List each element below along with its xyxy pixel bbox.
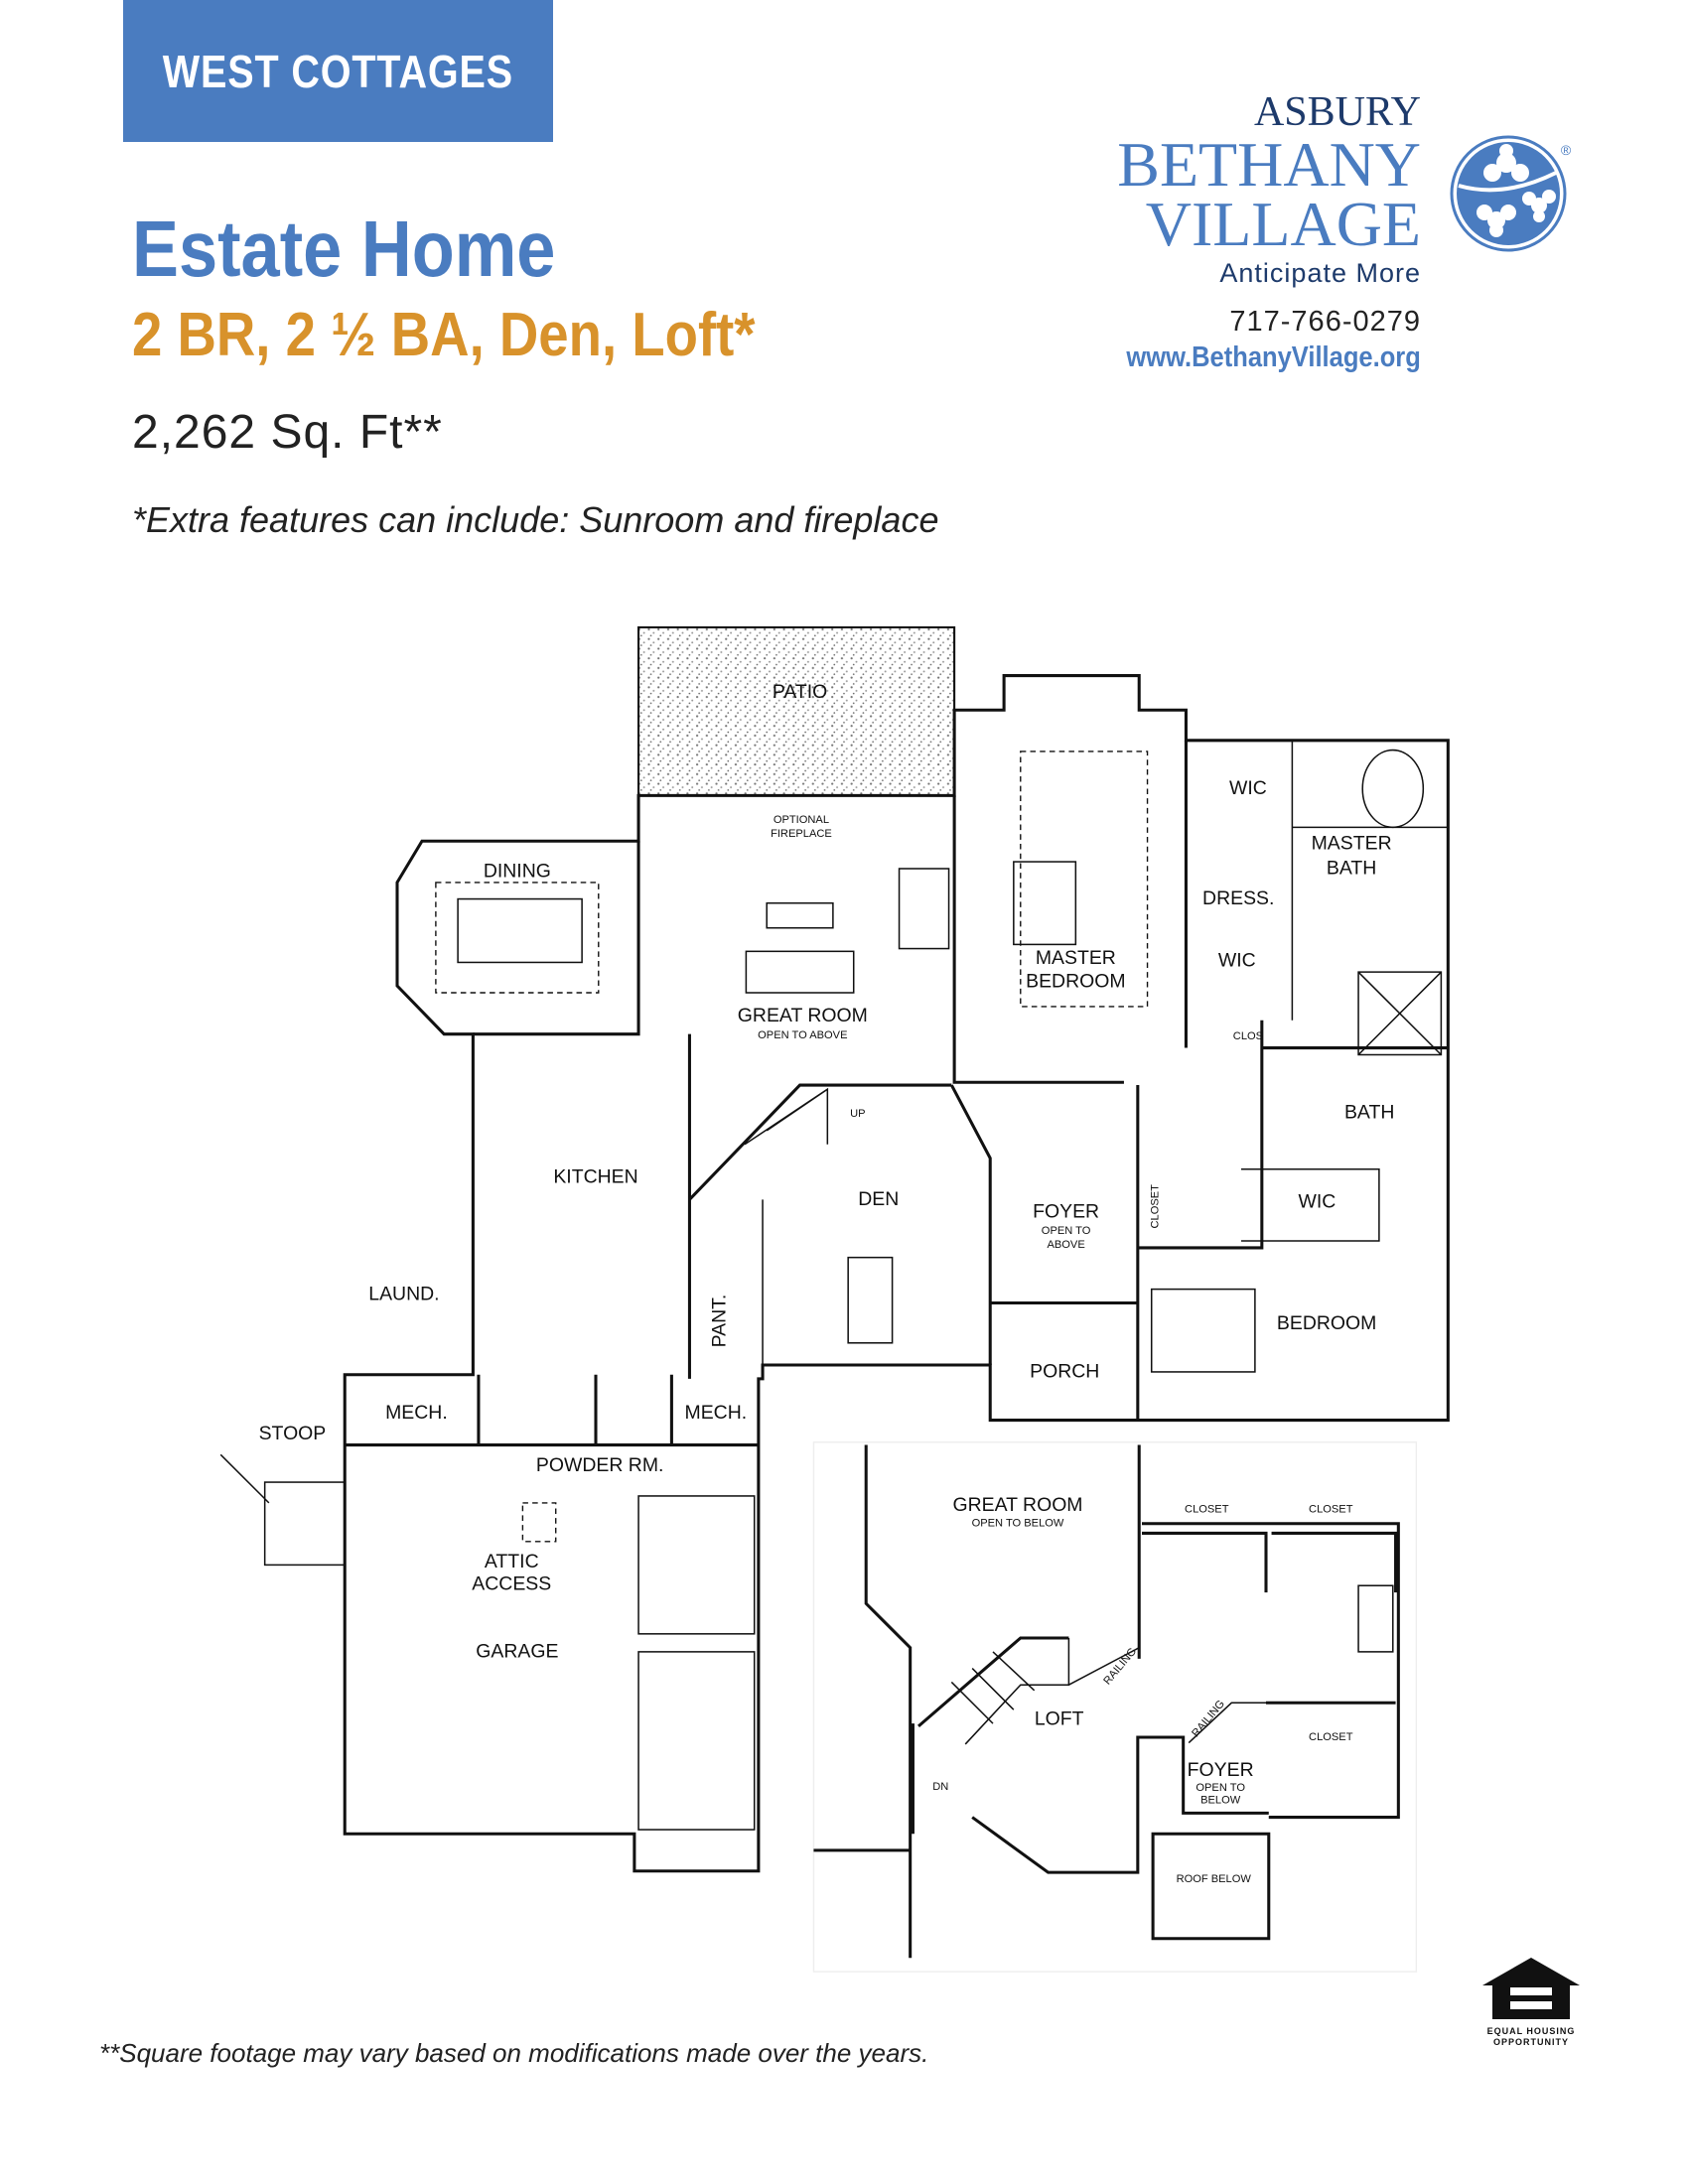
stoop-area [263, 1481, 346, 1567]
sofa [745, 950, 855, 994]
loft-label-closet-2: CLOSET [1309, 1504, 1353, 1516]
page-title: Estate Home [132, 205, 556, 293]
home-summary: 2 BR, 2 ½ BA, Den, Loft* [132, 301, 756, 369]
collection-tag: WEST COTTAGES [123, 0, 553, 142]
footnote: **Square footage may vary based on modif… [99, 2038, 929, 2068]
room-label-bedroom: BEDROOM [1277, 1312, 1376, 1334]
room-label-dressing: DRESS. [1202, 887, 1274, 909]
room-label-bath: BATH [1344, 1101, 1394, 1123]
logo-asbury: ASBURY [1253, 89, 1421, 135]
eho-text-2: OPPORTUNITY [1492, 2037, 1569, 2047]
room-label-garage: GARAGE [476, 1640, 558, 1662]
phone-number: 717-766-0279 [1229, 306, 1421, 338]
bathtub [1361, 749, 1425, 829]
collection-tag-label: WEST COTTAGES [162, 45, 514, 97]
loft-label-railing-2: RAILING [1190, 1699, 1227, 1740]
website-link[interactable]: www.BethanyVillage.org [1126, 341, 1421, 373]
logo-village: VILLAGE [1145, 189, 1421, 259]
room-label-master-bedroom: MASTER [1036, 947, 1116, 969]
attic-hatch [521, 1502, 557, 1543]
room-label-master-bath: MASTER [1312, 833, 1392, 855]
patio-area [637, 625, 956, 797]
stairs-up-label: UP [850, 1108, 865, 1120]
room-label-mech-2: MECH. [685, 1402, 748, 1424]
bed [1013, 861, 1077, 946]
loft-label-foyer: FOYER [1188, 1759, 1254, 1781]
room-label-wic-2: WIC [1218, 950, 1256, 972]
room-label-stoop: STOOP [259, 1423, 327, 1444]
room-label-wic-3: WIC [1298, 1191, 1336, 1213]
room-label-den: DEN [858, 1188, 899, 1210]
loft-foyer-note: OPEN TO [1196, 1782, 1245, 1794]
first-floor-plan: PATIO OPTIONAL FIREPLACE DINING GREAT RO… [219, 625, 1450, 1873]
room-label-dining: DINING [484, 860, 551, 882]
garage-door-2 [637, 1651, 756, 1831]
coffee-table [766, 901, 834, 929]
equal-housing-house-icon [1482, 1958, 1580, 2019]
foyer-note: OPEN TO [1042, 1225, 1091, 1237]
registered-mark: ® [1561, 142, 1572, 158]
loft-label-roof-below: ROOF BELOW [1177, 1873, 1252, 1885]
room-label-master-bath-2: BATH [1327, 858, 1376, 880]
label-attic-access: ATTIC [485, 1551, 539, 1572]
label-attic-access-2: ACCESS [472, 1572, 551, 1594]
stairs-down-label: DN [932, 1781, 948, 1793]
loft-label-great-room: GREAT ROOM [952, 1494, 1082, 1516]
foyer-note-2: ABOVE [1047, 1239, 1084, 1251]
room-label-foyer: FOYER [1033, 1200, 1099, 1222]
room-label-pantry: PANT. [709, 1295, 731, 1348]
loft-floor-plan: GREAT ROOM OPEN TO BELOW CLOSET CLOSET C… [812, 1441, 1418, 1973]
desk [847, 1256, 894, 1344]
loft-label-loft: LOFT [1035, 1708, 1084, 1730]
room-label-porch: PORCH [1030, 1361, 1099, 1383]
logo-tagline: Anticipate More [1219, 258, 1421, 288]
loft-foyer-note-2: BELOW [1200, 1795, 1241, 1807]
loft-desk [1357, 1584, 1394, 1653]
label-optional-fireplace: OPTIONAL [774, 814, 829, 826]
loft-label-railing: RAILING [1101, 1646, 1139, 1688]
room-label-kitchen: KITCHEN [553, 1166, 637, 1188]
loft-great-room-note: OPEN TO BELOW [972, 1518, 1064, 1530]
extra-features-note: *Extra features can include: Sunroom and… [132, 499, 939, 540]
room-label-mech: MECH. [385, 1402, 448, 1424]
loft-label-closet: CLOSET [1185, 1504, 1229, 1516]
loft-label-closet-3: CLOSET [1309, 1731, 1353, 1743]
room-label-foyer-closet: CLOSET [1150, 1184, 1162, 1229]
dogwood-logo-icon: ® [1450, 135, 1572, 252]
great-room-note: OPEN TO ABOVE [758, 1029, 847, 1041]
room-label-powder-room: POWDER RM. [536, 1454, 664, 1476]
room-label-wic: WIC [1229, 777, 1267, 799]
eho-text: EQUAL HOUSING [1486, 2026, 1576, 2036]
room-label-closet: CLOS [1233, 1030, 1263, 1042]
dining-table [457, 897, 583, 964]
square-footage: 2,262 Sq. Ft** [132, 406, 443, 459]
garage-door-1 [637, 1495, 756, 1635]
room-label-great-room: GREAT ROOM [738, 1005, 868, 1026]
label-fireplace: FIREPLACE [771, 828, 832, 840]
logo-bethany: BETHANY [1117, 129, 1421, 200]
room-label-master-bedroom-2: BEDROOM [1026, 970, 1125, 992]
room-label-patio: PATIO [773, 681, 827, 703]
room-label-laundry: LAUND. [368, 1284, 439, 1305]
